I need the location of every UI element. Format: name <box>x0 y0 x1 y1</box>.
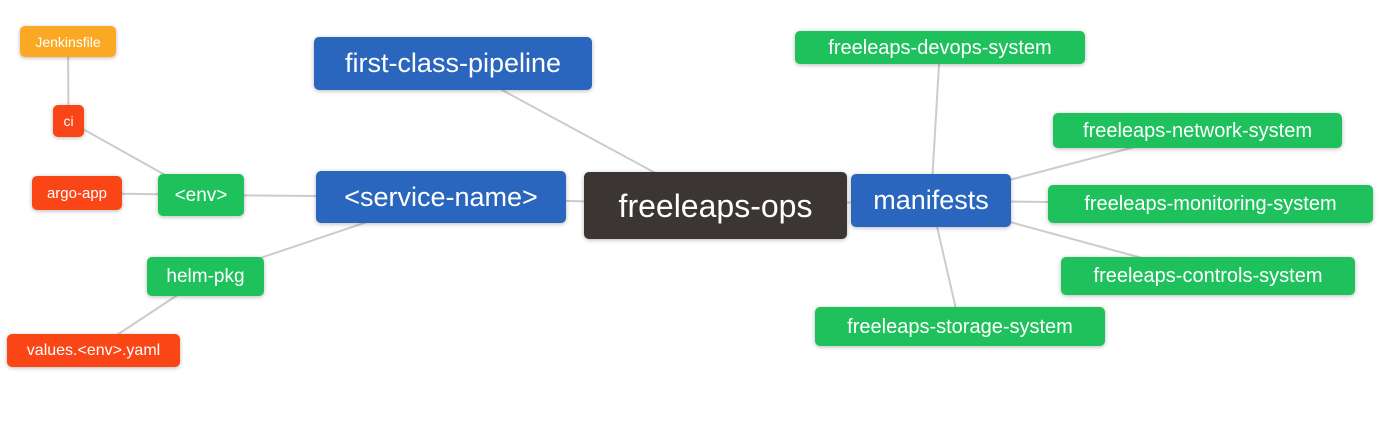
node-argo-app[interactable]: argo-app <box>32 176 122 210</box>
node-freeleaps-controls-system[interactable]: freeleaps-controls-system <box>1061 257 1355 295</box>
node-helm-pkg[interactable]: helm-pkg <box>147 257 264 296</box>
node-ci[interactable]: ci <box>53 105 84 137</box>
node-manifests[interactable]: manifests <box>851 174 1011 227</box>
node-freeleaps-devops-system[interactable]: freeleaps-devops-system <box>795 31 1085 64</box>
node-freeleaps-storage-system[interactable]: freeleaps-storage-system <box>815 307 1105 346</box>
node-jenkinsfile[interactable]: Jenkinsfile <box>20 26 116 57</box>
node-freeleaps-network-system[interactable]: freeleaps-network-system <box>1053 113 1342 148</box>
node-freeleaps-monitoring-system[interactable]: freeleaps-monitoring-system <box>1048 185 1373 223</box>
node-values-env-yaml[interactable]: values.<env>.yaml <box>7 334 180 367</box>
node-freeleaps-ops[interactable]: freeleaps-ops <box>584 172 847 239</box>
node-first-class-pipeline[interactable]: first-class-pipeline <box>314 37 592 90</box>
node-service-name[interactable]: <service-name> <box>316 171 566 223</box>
node-env[interactable]: <env> <box>158 174 244 216</box>
